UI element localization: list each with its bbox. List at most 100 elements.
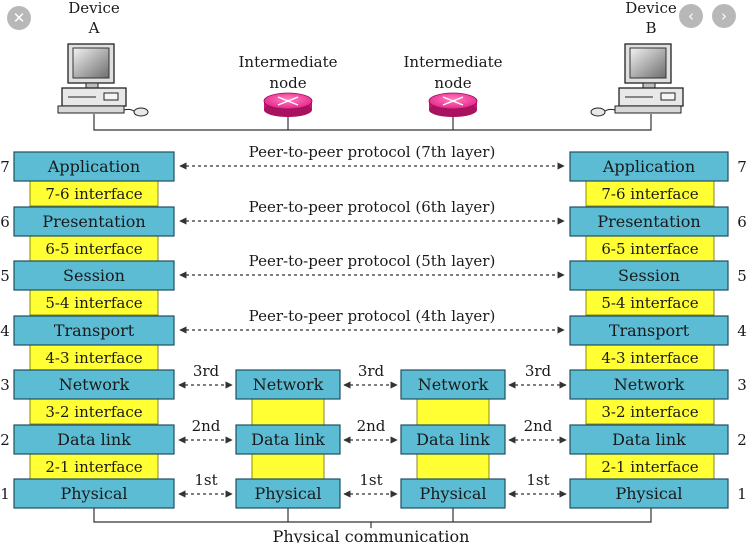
layer-number-1-b: 1 [737,485,747,503]
node-1-connector-upper [251,397,325,427]
intermediate-node-2-label-2: node [434,74,471,92]
interface-label-3-2-a: 3-2 interface [45,403,142,421]
physical-communication-label: Physical communication [273,527,470,543]
node-2-data-link-box [400,424,506,455]
layer-number-3-a: 3 [0,376,10,394]
layer-box-network-b [569,369,729,400]
chevron-right-icon[interactable]: › [712,4,736,28]
interface-label-4-3-a: 4-3 interface [45,349,142,367]
interface-label-7-6-b: 7-6 interface [601,185,698,203]
node-1-data-link-box [235,424,341,455]
node-2-physical-box [400,478,506,509]
layer-box-session-a [13,260,175,291]
interface-label-3-2-b: 3-2 interface [601,403,698,421]
interface-label-6-5-b: 6-5 interface [601,240,698,258]
layer-box-application-b [569,151,729,182]
intermediate-node-1-stack: Network Data link Physical [235,369,341,509]
interface-label-2-1-a: 2-1 interface [45,458,142,476]
computer-a-icon [57,43,149,117]
peer-protocol-label-6: Peer-to-peer protocol (6th layer) [249,198,496,216]
layer-box-session-b [569,260,729,291]
interface-2-1-b [585,452,715,480]
layer-number-7-b: 7 [737,158,747,176]
interface-label-6-5-a: 6-5 interface [45,240,142,258]
peer-protocol-label-5: Peer-to-peer protocol (5th layer) [249,252,496,270]
node-2-physical-label: Physical [419,484,486,503]
interface-4-3-a [29,343,159,371]
computer-b-icon [590,43,684,117]
device-b-letter: B [645,19,656,37]
node-1-network-box [235,369,341,400]
layer-label-session-a: Session [63,266,125,285]
layer-number-6-a: 6 [0,213,10,231]
layer-label-session-b: Session [618,266,680,285]
hop-label-network-1: 3rd [193,362,220,380]
node-2-connector-upper [416,397,490,427]
router-2-icon [428,92,478,117]
hop-label-physical-2: 1st [359,471,382,489]
device-a-stack: Application Presentation Session Transpo… [0,151,175,509]
interface-label-2-1-b: 2-1 interface [601,458,698,476]
interface-3-2-b [585,397,715,425]
interface-label-5-4-a: 5-4 interface [45,294,142,312]
layer-box-data-link-b [569,424,729,455]
interface-3-2-a [29,397,159,425]
intermediate-node-1-label: Intermediate [238,53,337,71]
router-1-icon [263,92,313,117]
device-b-stack: Application Presentation Session Transpo… [569,151,747,509]
layer-box-transport-a [13,315,175,346]
layer-label-presentation-b: Presentation [597,212,700,231]
layer-box-network-a [13,369,175,400]
layer-box-application-a [13,151,175,182]
hop-label-physical-1: 1st [194,471,217,489]
interface-label-7-6-a: 7-6 interface [45,185,142,203]
hop-label-data-link-2: 2nd [357,417,386,435]
device-b-label: Device [625,0,677,17]
node-2-connector-lower [416,452,490,482]
chevron-left-icon[interactable]: ‹ [679,4,703,28]
layer-box-transport-b [569,315,729,346]
layer-label-network-b: Network [614,375,685,394]
layer-label-transport-a: Transport [54,321,135,340]
node-2-network-label: Network [418,375,489,394]
intermediate-node-2-label: Intermediate [403,53,502,71]
interface-label-4-3-b: 4-3 interface [601,349,698,367]
layer-label-data-link-b: Data link [612,430,686,449]
node-1-data-link-label: Data link [251,430,325,449]
hop-label-network-2: 3rd [358,362,385,380]
node-1-physical-label: Physical [254,484,321,503]
hop-label-data-link-3: 2nd [524,417,553,435]
device-a-letter: A [88,19,100,37]
interface-2-1-a [29,452,159,480]
peer-protocol-label-4: Peer-to-peer protocol (4th layer) [249,307,496,325]
layer-number-7-a: 7 [0,158,10,176]
hop-label-physical-3: 1st [526,471,549,489]
layer-box-data-link-a [13,424,175,455]
interface-4-3-b [585,343,715,371]
layer-label-physical-a: Physical [60,484,127,503]
layer-number-4-b: 4 [737,322,747,340]
intermediate-node-2-stack: Network Data link Physical [400,369,506,509]
layer-number-3-b: 3 [737,376,747,394]
interface-5-4-a [29,288,159,316]
layer-number-2-a: 2 [0,431,10,449]
layer-number-6-b: 6 [737,213,747,231]
close-icon[interactable]: ✕ [7,6,31,30]
layer-number-5-b: 5 [737,267,747,285]
peer-protocol-label-7: Peer-to-peer protocol (7th layer) [249,143,496,161]
device-a-label: Device [68,0,120,17]
node-2-network-box [400,369,506,400]
layer-number-1-a: 1 [0,485,10,503]
interface-6-5-a [29,234,159,262]
layer-label-application-b: Application [602,157,695,176]
network-cable [93,114,652,131]
intermediate-node-1-label-2: node [269,74,306,92]
node-1-connector-lower [251,452,325,482]
hop-label-data-link-1: 2nd [192,417,221,435]
layer-box-presentation-b [569,206,729,237]
node-1-physical-box [235,478,341,509]
interface-7-6-b [585,179,715,207]
layer-box-presentation-a [13,206,175,237]
layer-box-physical-b [569,478,729,509]
